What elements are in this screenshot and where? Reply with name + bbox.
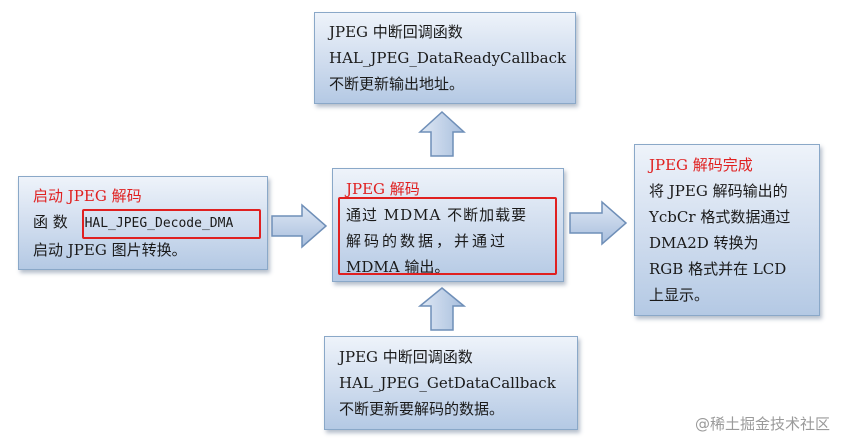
start-decode-box: 启动 JPEG 解码 函 数 HAL_JPEG_Decode_DMA 启动 JP…	[18, 176, 268, 270]
top-box-line-2: HAL_JPEG_DataReadyCallback	[329, 49, 567, 67]
left-box-title: 启动 JPEG 解码	[33, 187, 142, 205]
bottom-box-line-2: HAL_JPEG_GetDataCallback	[339, 374, 556, 392]
center-box-title: JPEG 解码	[346, 180, 420, 198]
top-box-line-3: 不断更新输出地址。	[329, 75, 465, 93]
callback-getdata-box: JPEG 中断回调函数 HAL_JPEG_GetDataCallback 不断更…	[324, 336, 578, 430]
left-box-func-name: HAL_JPEG_Decode_DMA	[84, 216, 234, 231]
right-box-line-1: 将 JPEG 解码输出的	[649, 182, 788, 200]
center-box-line-1: 通过 MDMA 不断加载要	[346, 206, 528, 224]
func-name-highlight	[82, 209, 261, 239]
jpeg-decode-box: JPEG 解码 通过 MDMA 不断加载要 解码的数据，并通过 MDMA 输出。	[332, 168, 564, 282]
left-box-func-prefix: 函 数	[33, 213, 68, 231]
right-box-line-3: DMA2D 转换为	[649, 234, 759, 252]
arrow-up-from-getdata-callback-icon	[418, 287, 466, 331]
callback-ready-box: JPEG 中断回调函数 HAL_JPEG_DataReadyCallback 不…	[314, 12, 576, 104]
left-box-func-line: 函 数 HAL_JPEG_Decode_DMA	[33, 209, 267, 237]
decode-complete-box: JPEG 解码完成 将 JPEG 解码输出的 YcbCr 格式数据通过 DMA2…	[634, 144, 820, 316]
bottom-box-line-3: 不断更新要解码的数据。	[339, 400, 505, 418]
arrow-right-to-decode-icon	[271, 203, 328, 249]
decode-detail-highlight	[338, 197, 557, 275]
right-box-line-5: 上显示。	[649, 286, 710, 304]
arrow-right-to-complete-icon	[569, 200, 628, 246]
bottom-box-line-1: JPEG 中断回调函数	[339, 348, 473, 366]
left-box-line-3: 启动 JPEG 图片转换。	[33, 241, 187, 259]
arrow-up-to-ready-callback-icon	[418, 110, 466, 157]
right-box-line-4: RGB 格式并在 LCD	[649, 260, 787, 278]
watermark: @稀土掘金技术社区	[694, 415, 830, 433]
right-box-line-2: YcbCr 格式数据通过	[649, 208, 791, 226]
top-box-line-1: JPEG 中断回调函数	[329, 23, 463, 41]
center-box-line-2: 解码的数据，并通过	[346, 232, 509, 250]
right-box-title: JPEG 解码完成	[649, 156, 753, 174]
center-box-line-3: MDMA 输出。	[346, 258, 450, 276]
